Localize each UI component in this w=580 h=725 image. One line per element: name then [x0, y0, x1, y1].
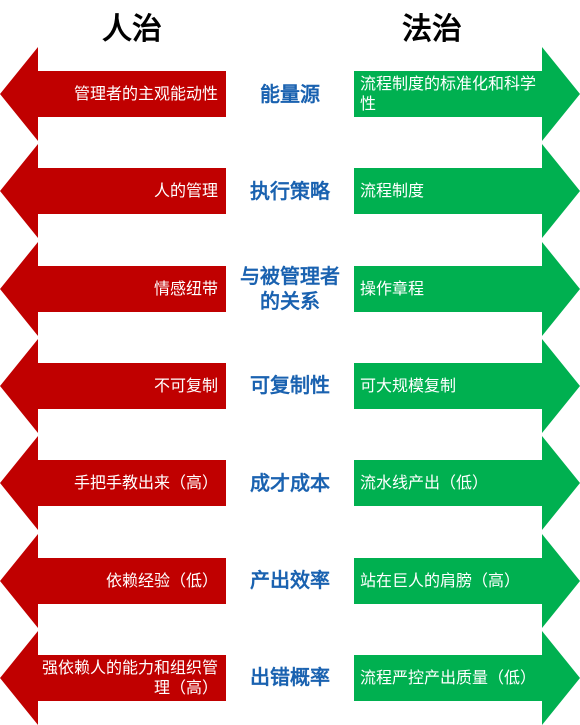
right-arrow: 可大规模复制 — [350, 338, 580, 433]
right-arrow: 站在巨人的肩膀（高） — [350, 533, 580, 628]
right-arrow: 流程制度的标准化和科学性 — [350, 47, 580, 141]
right-arrow-text: 流程制度的标准化和科学性 — [360, 74, 537, 113]
left-arrow-text: 手把手教出来（高） — [73, 473, 218, 493]
right-arrow: 流程严控产出质量（低） — [350, 630, 580, 725]
right-arrow-text: 流水线产出（低） — [360, 473, 489, 493]
left-arrow-text: 人的管理 — [153, 181, 218, 201]
right-arrow: 流程制度 — [350, 144, 580, 239]
dimension-label: 与被管理者的关系 — [240, 263, 340, 313]
left-arrow: 人的管理 — [0, 144, 230, 239]
right-arrow-text: 流程严控产出质量（低） — [360, 667, 537, 687]
right-arrow-shape — [354, 436, 580, 531]
comparison-row: 不可复制 可复制性 可大规模复制 — [0, 338, 580, 433]
dimension-label: 执行策略 — [250, 178, 330, 203]
comparison-row: 管理者的主观能动性 能量源 流程制度的标准化和科学性 — [0, 47, 580, 141]
left-arrow: 不可复制 — [0, 338, 230, 433]
right-arrow-text: 操作章程 — [360, 278, 425, 298]
right-arrow-shape — [354, 533, 580, 628]
left-arrow-shape — [0, 47, 226, 141]
comparison-row: 人的管理 执行策略 流程制度 — [0, 144, 580, 239]
left-arrow-text: 管理者的主观能动性 — [73, 84, 218, 103]
left-arrow-shape — [0, 241, 226, 336]
dimension-label: 产出效率 — [250, 568, 330, 592]
right-arrow-shape — [354, 630, 580, 725]
right-arrow-text: 可大规模复制 — [360, 375, 457, 395]
left-arrow-text: 情感纽带 — [153, 278, 218, 298]
left-arrow-text: 依赖经验（低） — [105, 570, 218, 590]
left-arrow: 管理者的主观能动性 — [0, 47, 230, 141]
left-arrow-text: 不可复制 — [153, 375, 218, 395]
left-arrow-shape — [0, 630, 226, 725]
dimension-label: 出错概率 — [250, 665, 330, 690]
right-arrow: 流水线产出（低） — [350, 436, 580, 531]
comparison-row: 手把手教出来（高） 成才成本 流水线产出（低） — [0, 436, 580, 531]
header-rule-of-man: 人治 — [102, 12, 162, 47]
left-arrow-shape — [0, 533, 226, 628]
right-arrow-shape — [354, 144, 580, 239]
right-arrow-shape — [354, 47, 580, 141]
left-arrow: 手把手教出来（高） — [0, 436, 230, 531]
left-arrow: 强依赖人的能力和组织管理（高） — [0, 630, 230, 725]
dimension-label: 能量源 — [260, 81, 320, 106]
right-arrow-shape — [354, 338, 580, 433]
left-arrow: 依赖经验（低） — [0, 533, 230, 628]
left-arrow-shape — [0, 338, 226, 433]
comparison-row: 依赖经验（低） 产出效率 站在巨人的肩膀（高） — [0, 533, 580, 628]
dimension-label: 可复制性 — [250, 373, 330, 398]
comparison-row: 情感纽带 与被管理者的关系 操作章程 — [0, 241, 580, 336]
dimension-label: 成才成本 — [250, 470, 330, 495]
left-arrow: 情感纽带 — [0, 241, 230, 336]
right-arrow-text: 站在巨人的肩膀（高） — [360, 570, 521, 590]
left-arrow-shape — [0, 144, 226, 239]
right-arrow-shape — [354, 241, 580, 336]
comparison-row: 强依赖人的能力和组织管理（高） 出错概率 流程严控产出质量（低） — [0, 630, 580, 725]
header-rule-of-law: 法治 — [402, 12, 462, 47]
right-arrow: 操作章程 — [350, 241, 580, 336]
left-arrow-shape — [0, 436, 226, 531]
right-arrow-text: 流程制度 — [360, 181, 425, 201]
left-arrow-text: 强依赖人的能力和组织管理（高） — [42, 657, 219, 697]
